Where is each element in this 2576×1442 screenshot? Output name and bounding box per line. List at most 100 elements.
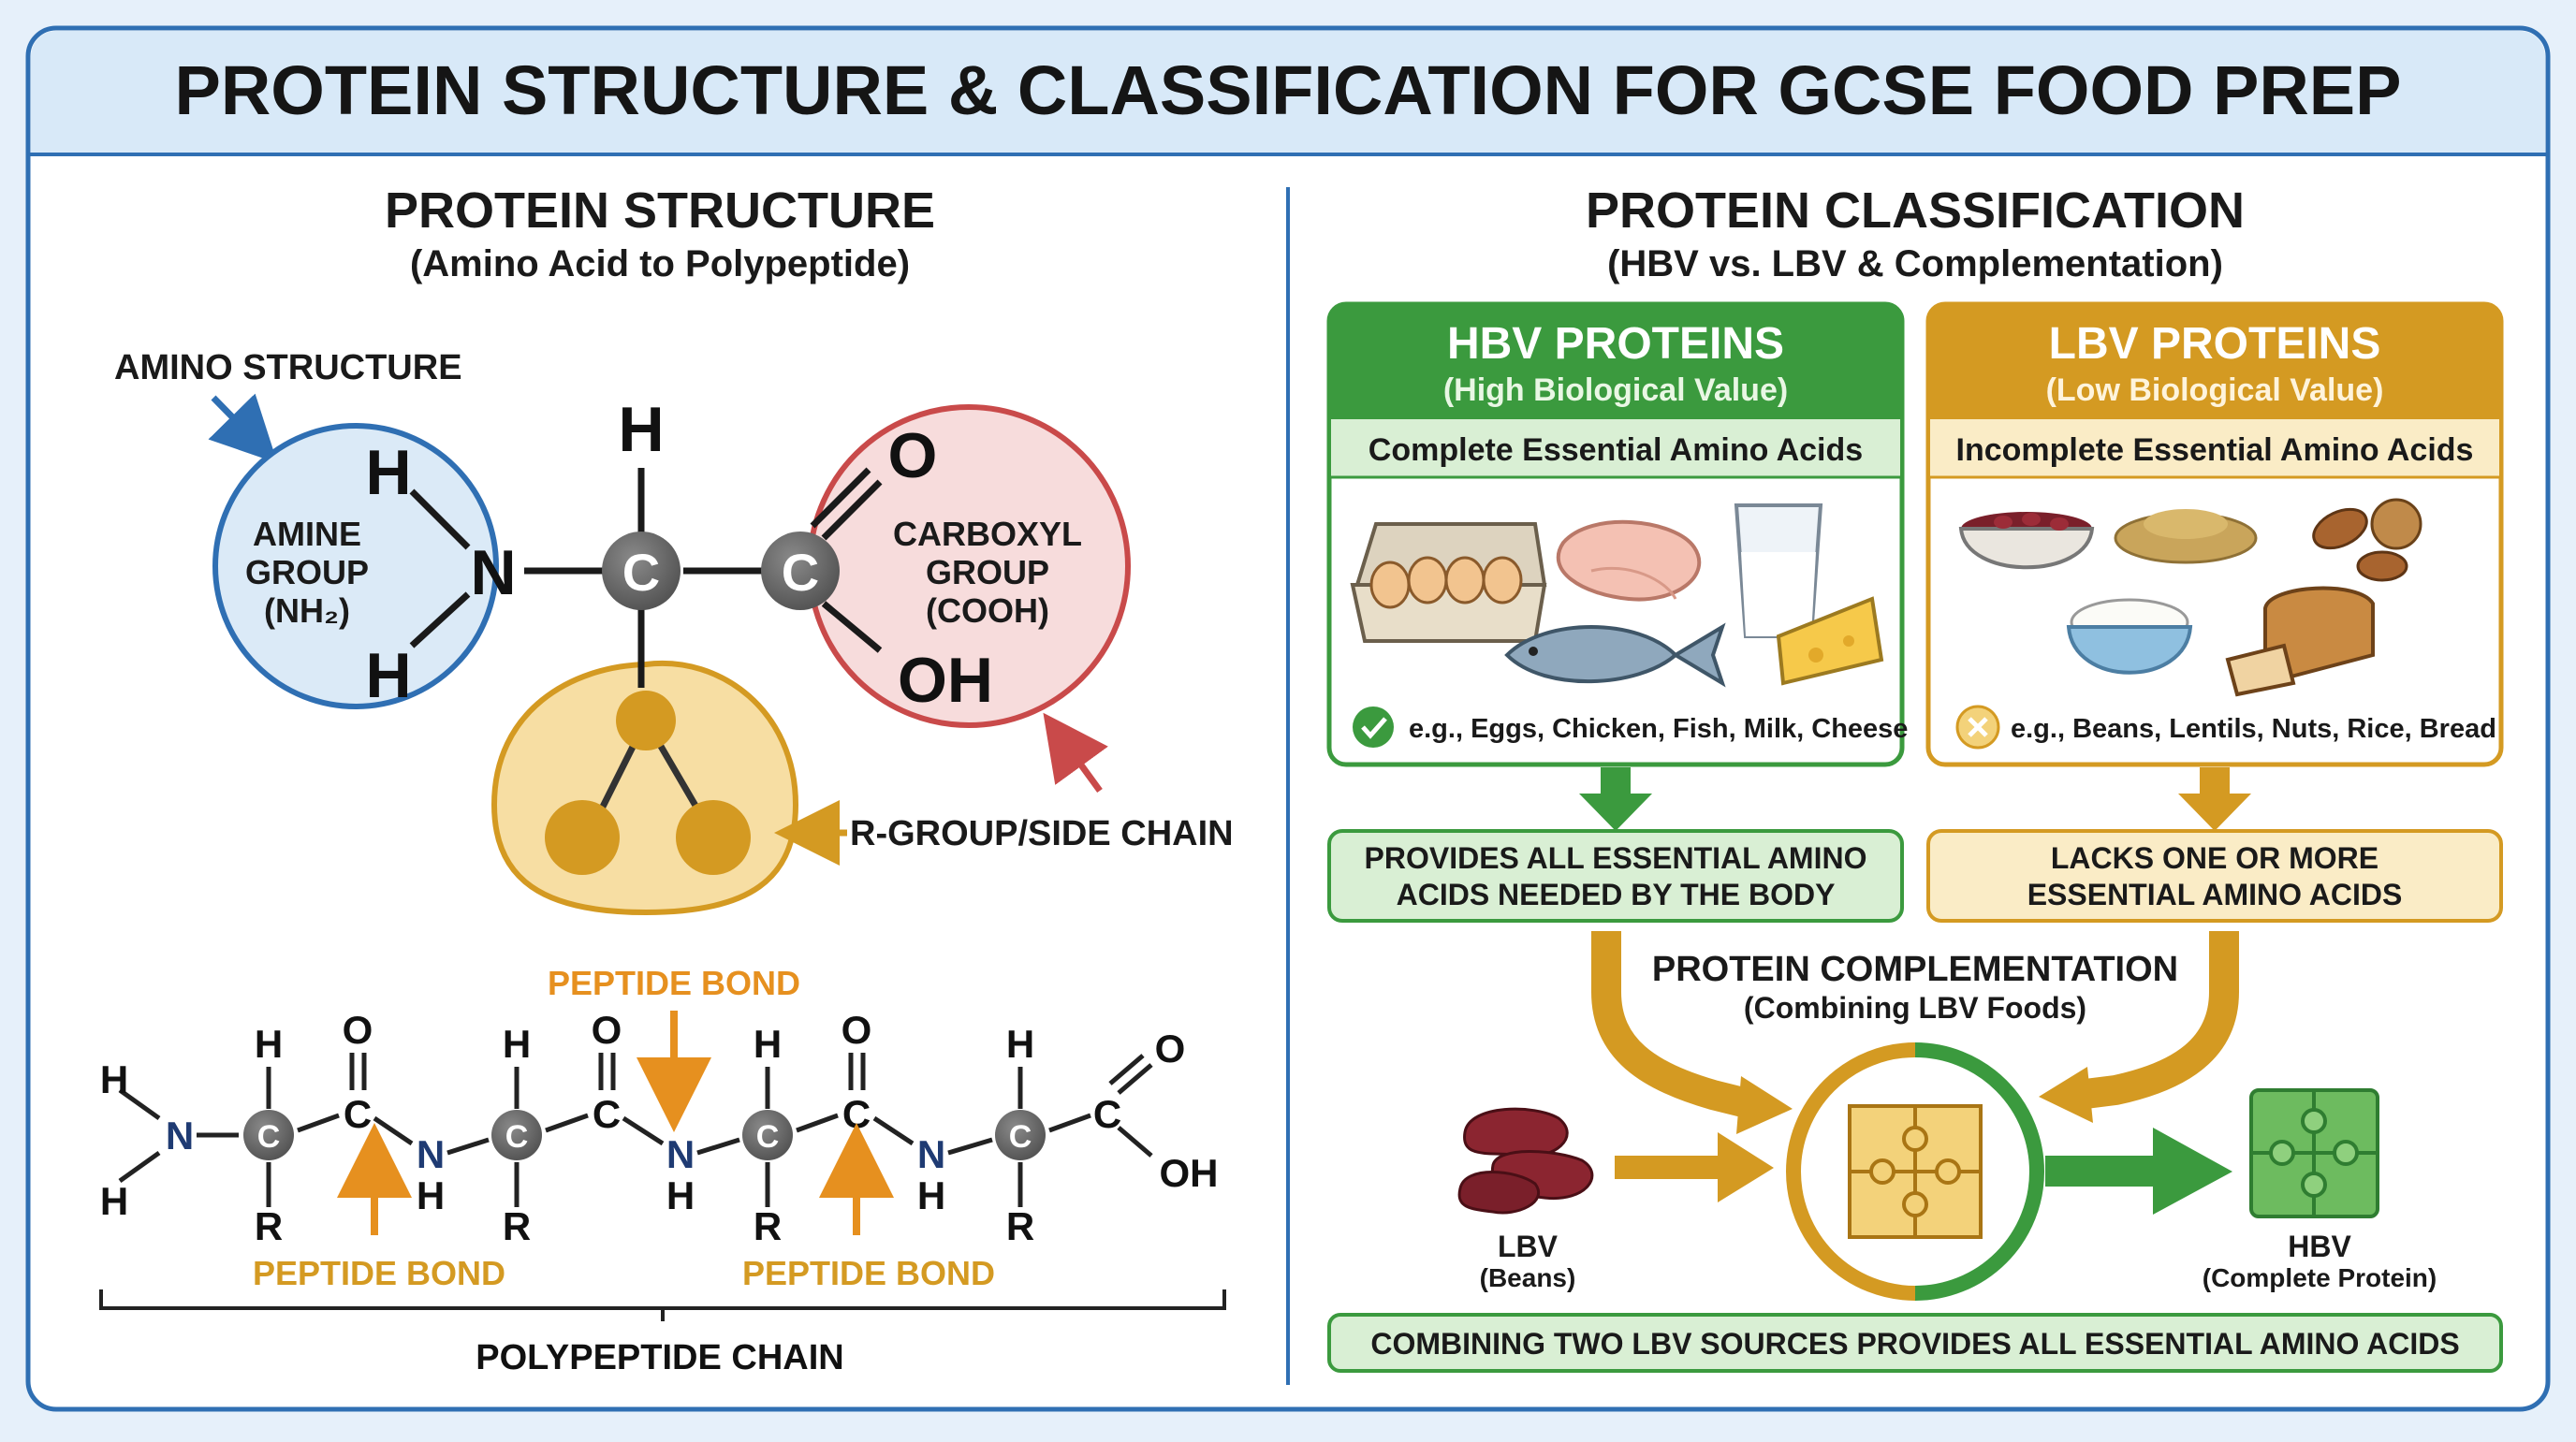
- amino-structure-label: AMINO STRUCTURE: [114, 348, 462, 387]
- structure-section: PROTEIN STRUCTURE (Amino Acid to Polypep…: [99, 182, 1234, 1377]
- chain-atom-o: O: [1155, 1027, 1186, 1071]
- amine-label-1: AMINE: [253, 515, 361, 553]
- chain-atom-r: R: [503, 1204, 531, 1248]
- atom-o: O: [888, 420, 938, 491]
- peptide-bond-label: PEPTIDE BOND: [742, 1254, 995, 1292]
- amine-label-2: GROUP: [245, 553, 369, 591]
- complementation-ring-right: [1914, 1042, 2044, 1301]
- hbv-complete-sub: (Complete Protein): [2203, 1263, 2437, 1292]
- complementation-ring-left: [1786, 1042, 1916, 1301]
- hbv-card: HBV PROTEINS (High Biological Value) Com…: [1326, 301, 1908, 767]
- chain-atom-c: C: [1093, 1092, 1121, 1136]
- lentils-icon: [2114, 509, 2258, 564]
- lbv-merge-arrow-right: [2076, 931, 2239, 1110]
- page-title: PROTEIN STRUCTURE & CLASSIFICATION FOR G…: [174, 51, 2401, 129]
- bond-c-o-double: [821, 479, 883, 541]
- lbv-title: LBV PROTEINS: [2049, 319, 2381, 369]
- atom-c: C: [622, 543, 660, 602]
- classification-heading: PROTEIN CLASSIFICATION: [1586, 182, 2245, 239]
- structure-subheading: (Amino Acid to Polypeptide): [410, 243, 910, 284]
- chain-atom-h: H: [666, 1173, 695, 1217]
- chain-atom-h: H: [503, 1022, 531, 1066]
- cross-icon-mark: [1968, 717, 1988, 737]
- carbon-atom: [761, 532, 840, 610]
- chain-atom-c: C: [756, 1119, 780, 1155]
- chain-atom-h: H: [1006, 1022, 1034, 1066]
- chicken-icon: [1556, 519, 1702, 602]
- r-group-atom: [616, 691, 676, 750]
- chain-atom-c: C: [593, 1092, 621, 1136]
- chain-bond: [796, 1113, 839, 1133]
- bond-c-o-double: [810, 467, 871, 529]
- hbv-complete-label: HBV: [2288, 1230, 2351, 1263]
- chain-atom-c: C: [344, 1092, 372, 1136]
- beans-bowl-icon: [1958, 512, 2095, 570]
- chain-atom-n: N: [666, 1132, 695, 1176]
- chain-bond: [1048, 1113, 1091, 1133]
- center-to-hbv-arrow: [2045, 1128, 2232, 1215]
- peptide-bond-label: PEPTIDE BOND: [548, 964, 800, 1002]
- amine-label-3: (NH₂): [264, 591, 350, 630]
- chain-bond: [446, 1137, 490, 1156]
- atom-c: C: [782, 543, 819, 602]
- structure-heading: PROTEIN STRUCTURE: [385, 182, 935, 239]
- polypeptide-bracket: [99, 1289, 1226, 1321]
- chain-bond: [1117, 1126, 1153, 1158]
- chain-carbon: [742, 1110, 793, 1160]
- lbv-band-text: Incomplete Essential Amino Acids: [1956, 432, 2474, 468]
- hbv-subtitle: (High Biological Value): [1443, 372, 1788, 408]
- chain-atom-h: H: [255, 1022, 283, 1066]
- complementation-footer-box: [1327, 1313, 2503, 1373]
- atom-oh: OH: [898, 645, 993, 716]
- classification-subheading: (HBV vs. LBV & Complementation): [1607, 243, 2223, 284]
- lbv-band: [1930, 419, 2499, 477]
- puzzle-icon: [1848, 1104, 1983, 1239]
- lbv-result-line1: LACKS ONE OR MORE: [2051, 841, 2378, 875]
- chain-atom-c: C: [257, 1119, 281, 1155]
- chain-carbon: [491, 1110, 542, 1160]
- chain-atom-n: N: [417, 1132, 445, 1176]
- chain-bond: [947, 1137, 993, 1156]
- chain-atom-h: H: [754, 1022, 782, 1066]
- chain-atom-r: R: [1006, 1204, 1034, 1248]
- chain-atom-h: H: [100, 1057, 128, 1101]
- hbv-title: HBV PROTEINS: [1447, 319, 1784, 369]
- chain-atom-h: H: [917, 1173, 945, 1217]
- chain-atom-c: C: [505, 1119, 529, 1155]
- chain-atom-o: O: [343, 1008, 373, 1052]
- r-group-atom: [676, 800, 751, 875]
- lbv-merge-arrow-left: [1591, 931, 1754, 1119]
- carboxyl-label-1: CARBOXYL: [893, 515, 1082, 553]
- fish-icon: [1504, 622, 1726, 688]
- rice-bowl-icon: [2066, 598, 2193, 675]
- carbon-atom: [602, 532, 681, 610]
- check-icon: [1353, 706, 1394, 748]
- chain-carbon: [243, 1110, 294, 1160]
- chain-bond: [118, 1150, 161, 1184]
- complementation-subtitle: (Combining LBV Foods): [1744, 991, 2086, 1025]
- atom-n: N: [470, 537, 516, 608]
- hbv-down-arrow: [1579, 767, 1652, 831]
- chain-atom-r: R: [754, 1204, 782, 1248]
- milk-icon: [1734, 503, 1823, 638]
- peptide-bond-label: PEPTIDE BOND: [253, 1254, 505, 1292]
- lbv-card: LBV PROTEINS (Low Biological Value) Inco…: [1925, 301, 2504, 767]
- carboxyl-pointer-arrow: [1043, 712, 1108, 794]
- hbv-examples: e.g., Eggs, Chicken, Fish, Milk, Cheese: [1409, 714, 1908, 744]
- amino-pointer-arrow: [208, 393, 278, 464]
- kidney-bean-icon: [1457, 1107, 1594, 1215]
- atom-h: H: [365, 437, 411, 508]
- chain-atom-n: N: [166, 1114, 194, 1158]
- lbv-beans-label: LBV: [1498, 1230, 1559, 1263]
- chain-carbon: [995, 1110, 1046, 1160]
- r-group-atom: [545, 800, 620, 875]
- lbv-card-header: [1928, 304, 2501, 419]
- chain-atom-o: O: [592, 1008, 622, 1052]
- lbv-subtitle: (Low Biological Value): [2046, 372, 2384, 408]
- chain-atom-n: N: [917, 1132, 945, 1176]
- atom-h: H: [618, 394, 664, 465]
- chain-atom-c: C: [1009, 1119, 1032, 1155]
- complementation-footer: COMBINING TWO LBV SOURCES PROVIDES ALL E…: [1370, 1327, 2459, 1361]
